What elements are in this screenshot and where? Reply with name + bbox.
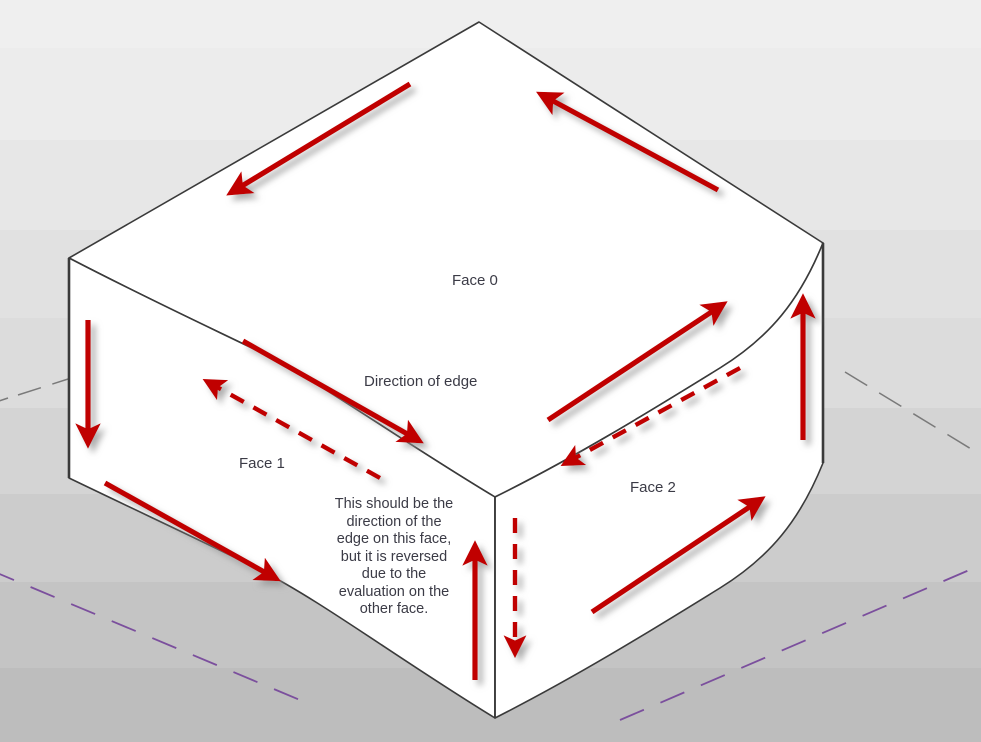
- annotation-reversed-edge: This should be the direction of the edge…: [326, 496, 462, 619]
- label-direction-of-edge: Direction of edge: [364, 373, 478, 390]
- arrow-face1-edge-reversed: [202, 378, 382, 480]
- annotation-line: evaluation on the: [338, 583, 450, 600]
- label-face-2: Face 2: [630, 479, 676, 496]
- arrow-face0-to-face1-edge: [241, 338, 424, 444]
- label-face-0: Face 0: [452, 272, 498, 289]
- arrow-face1-bottom-edge: [103, 480, 281, 582]
- annotation-line: direction of the: [346, 513, 442, 530]
- axis-guide-right: [844, 371, 981, 456]
- annotation-line: other face.: [359, 601, 429, 617]
- arrow-top-back-left: [226, 81, 412, 196]
- annotation-line: edge on this face,: [336, 531, 452, 547]
- arrow-top-back-right: [536, 91, 720, 193]
- label-face-1: Face 1: [239, 455, 285, 472]
- box-solid: [67, 21, 825, 719]
- guide-lines: [0, 371, 981, 721]
- direction-arrows: [75, 81, 816, 680]
- axis-guide-left: [17, 371, 91, 396]
- axis-guide-purple-right: [619, 564, 981, 721]
- axis-guide-purple-left: [0, 573, 301, 701]
- arrow-face2-edge-reversed: [560, 366, 742, 466]
- arrow-face0-to-face2-edge: [546, 301, 728, 423]
- axis-guide-left-tail: [0, 397, 9, 402]
- annotation-line: This should be the: [334, 496, 454, 512]
- arrow-face2-bottom-edge: [590, 496, 766, 615]
- annotation-line: but it is reversed: [340, 548, 448, 565]
- annotation-line: due to the: [361, 566, 427, 582]
